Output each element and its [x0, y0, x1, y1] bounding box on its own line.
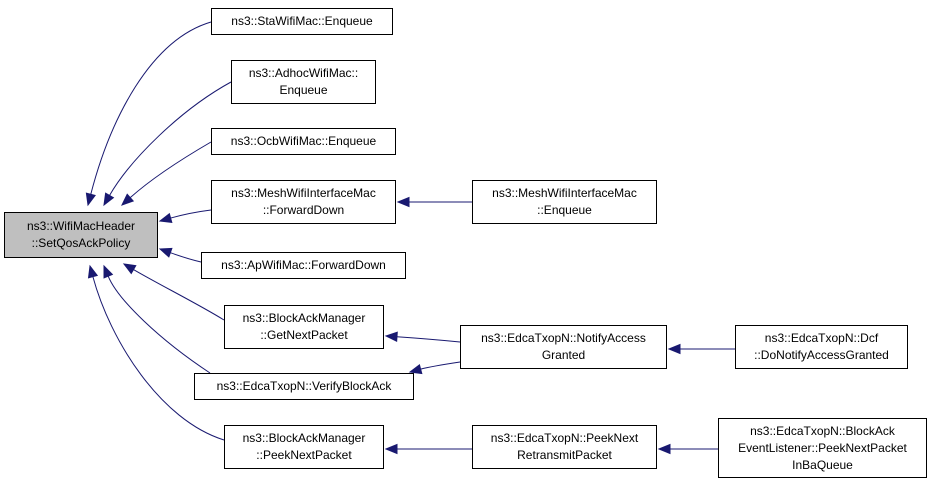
node-edcatxopn-dcf-donotifyaccessgranted[interactable]: ns3::EdcaTxopN::Dcf ::DoNotifyAccessGran…	[735, 325, 908, 369]
arrowhead-icon	[396, 196, 410, 208]
node-line: ns3::MeshWifiInterfaceMac	[231, 186, 376, 200]
edge-line	[109, 81, 232, 196]
edge-sta-to-root	[85, 21, 212, 207]
node-edcatxopn-peeknextretransmitpacket[interactable]: ns3::EdcaTxopN::PeekNext RetransmitPacke…	[472, 425, 657, 469]
arrowhead-icon	[87, 264, 99, 279]
node-adhocwifimac-enqueue[interactable]: ns3::AdhocWifiMac:: Enqueue	[231, 60, 376, 104]
edge-notify-to-verify	[408, 361, 461, 375]
node-line: RetransmitPacket	[517, 448, 612, 462]
arrowhead-icon	[122, 263, 137, 275]
node-edcatxopn-notifyaccessgranted[interactable]: ns3::EdcaTxopN::NotifyAccess Granted	[460, 325, 667, 369]
edge-meshenq-to-meshfwd	[396, 196, 473, 208]
node-line: ::SetQosAckPolicy	[31, 236, 131, 250]
edge-ocb-to-root	[121, 141, 212, 206]
node-line: ns3::EdcaTxopN::PeekNext	[490, 431, 639, 445]
edge-line	[90, 21, 212, 195]
node-line: Granted	[541, 348, 586, 362]
edge-line	[170, 252, 202, 263]
edge-dcf-to-notify	[667, 343, 735, 355]
node-line: ns3::WifiMacHeader	[26, 219, 136, 233]
arrowhead-icon	[408, 363, 423, 375]
arrowhead-icon	[85, 192, 96, 207]
edge-line	[129, 141, 212, 199]
edge-line	[420, 361, 461, 370]
node-line: ::ForwardDown	[262, 203, 345, 217]
edge-adhoc-to-root	[103, 81, 232, 207]
node-line: ::PeekNextPacket	[256, 448, 352, 462]
node-blockackeventlistener-peeknextpacketinbaqueue[interactable]: ns3::EdcaTxopN::BlockAck EventListener::…	[718, 418, 927, 478]
node-line: InBaQueue	[792, 457, 853, 472]
arrowhead-icon	[657, 443, 671, 455]
arrowhead-icon	[384, 331, 398, 343]
node-line: ::DoNotifyAccessGranted	[754, 348, 889, 362]
arrowhead-icon	[158, 212, 173, 223]
edge-bampeek-to-root	[87, 264, 225, 441]
node-line: ::GetNextPacket	[260, 328, 348, 342]
edge-bamget-to-root	[122, 263, 225, 321]
arrowhead-icon	[384, 443, 398, 455]
arrowhead-icon	[103, 192, 115, 207]
edge-line	[133, 269, 225, 321]
node-line: ns3::BlockAckManager	[242, 431, 366, 445]
edge-peekretx-to-bampeek	[384, 443, 472, 455]
node-line: ns3::EdcaTxopN::BlockAck	[750, 423, 895, 438]
node-apwifimac-forwarddown[interactable]: ns3::ApWifiMac::ForwardDown	[201, 252, 406, 279]
node-meshwifiinterfacemac-forwarddown[interactable]: ns3::MeshWifiInterfaceMac ::ForwardDown	[211, 180, 396, 224]
node-line: ns3::AdhocWifiMac::	[248, 66, 359, 80]
node-edcatxopn-verifyblockack[interactable]: ns3::EdcaTxopN::VerifyBlockAck	[194, 373, 414, 400]
arrowhead-icon	[103, 264, 114, 279]
node-line: ns3::StaWifiMac::Enqueue	[231, 14, 373, 28]
edge-line	[170, 209, 212, 219]
edge-meshfwd-to-root	[158, 209, 212, 223]
edge-ap-to-root	[158, 247, 202, 263]
arrowhead-icon	[158, 247, 173, 258]
node-line: ns3::OcbWifiMac::Enqueue	[230, 134, 377, 148]
node-line: ns3::EdcaTxopN::VerifyBlockAck	[216, 379, 392, 393]
edge-line	[107, 275, 211, 374]
node-line: ns3::MeshWifiInterfaceMac	[492, 186, 637, 200]
edge-notify-to-bamget	[384, 331, 461, 343]
edge-line	[92, 276, 225, 441]
edge-line	[396, 336, 461, 343]
node-wifimacheader-setqosackpolicy: ns3::WifiMacHeader ::SetQosAckPolicy	[4, 212, 158, 258]
arrowhead-icon	[121, 193, 135, 206]
node-line: ns3::EdcaTxopN::NotifyAccess	[481, 331, 646, 345]
node-ocbwifimac-enqueue[interactable]: ns3::OcbWifiMac::Enqueue	[211, 128, 396, 155]
edge-listener-to-peekretx	[657, 443, 718, 455]
node-line: ns3::EdcaTxopN::Dcf	[764, 331, 879, 345]
node-blockackmanager-getnextpacket[interactable]: ns3::BlockAckManager ::GetNextPacket	[224, 305, 384, 349]
node-blockackmanager-peeknextpacket[interactable]: ns3::BlockAckManager ::PeekNextPacket	[224, 425, 384, 469]
node-line: ns3::ApWifiMac::ForwardDown	[221, 258, 386, 272]
node-line: ns3::BlockAckManager	[242, 311, 366, 325]
node-line: Enqueue	[279, 83, 328, 97]
node-meshwifiinterfacemac-enqueue[interactable]: ns3::MeshWifiInterfaceMac ::Enqueue	[472, 180, 657, 224]
edge-verify-to-root	[103, 264, 211, 374]
node-line: ::Enqueue	[537, 203, 592, 217]
node-line: EventListener::PeekNextPacket	[738, 440, 907, 455]
arrowhead-icon	[667, 343, 681, 355]
node-stawifimac-enqueue[interactable]: ns3::StaWifiMac::Enqueue	[211, 8, 393, 35]
